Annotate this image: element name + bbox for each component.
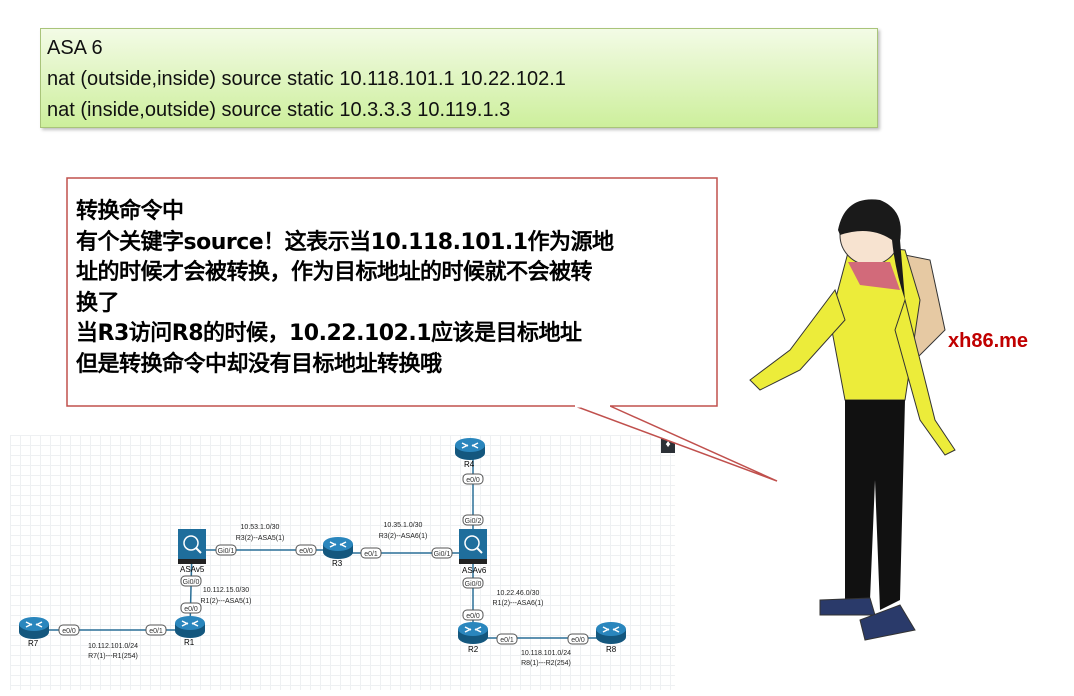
svg-text:e0/1: e0/1 <box>500 637 514 644</box>
node-label: R7 <box>28 639 39 648</box>
link-description: R1(2)---ASA6(1) <box>493 600 544 607</box>
callout-line: 换了 <box>76 290 120 316</box>
port-badge: e0/1 <box>496 633 518 645</box>
firewall-asav5[interactable]: ASAv5 <box>177 528 207 574</box>
router-r2[interactable]: R2 <box>457 621 489 654</box>
link-description: R7(1)---R1(254) <box>88 653 138 660</box>
callout-line: 址的时候才会被转换，作为目标地址的时候就不会被转 <box>76 260 593 285</box>
link-description: R3(2)--ASA6(1) <box>379 533 428 540</box>
callout-line: 当R3访问R8的时候，10.22.102.1应该是目标地址 <box>76 321 582 346</box>
link-network: 10.35.1.0/30 <box>384 522 423 529</box>
router-r4[interactable]: R4 <box>454 437 486 469</box>
watermark: xh86.me <box>948 330 1029 352</box>
svg-text:Gi0/1: Gi0/1 <box>218 548 235 555</box>
nat-command-box: ASA 6 nat (outside,inside) source static… <box>40 28 878 128</box>
link-network: 10.22.46.0/30 <box>497 590 540 597</box>
port-badge: e0/1 <box>145 624 167 636</box>
router-r8[interactable]: R8 <box>595 621 627 654</box>
svg-text:e0/0: e0/0 <box>466 477 480 484</box>
command-title: ASA 6 <box>47 37 103 59</box>
link-network: 10.112.15.0/30 <box>203 587 249 594</box>
link-description: R1(2)---ASA5(1) <box>201 598 252 605</box>
svg-text:e0/1: e0/1 <box>149 628 163 635</box>
node-label: ASAv6 <box>462 566 487 575</box>
link-network: 10.118.101.0/24 <box>521 650 571 657</box>
port-badge: e0/1 <box>360 547 382 559</box>
svg-text:e0/0: e0/0 <box>466 613 480 620</box>
port-badge: Gi0/1 <box>215 544 237 556</box>
command-line-2: nat (inside,outside) source static 10.3.… <box>47 99 511 121</box>
node-label: R3 <box>332 559 343 568</box>
svg-text:e0/0: e0/0 <box>299 548 313 555</box>
callout-text: 转换命令中 有个关键字source！这表示当10.118.101.1作为源地 址… <box>76 197 716 380</box>
node-label: ASAv5 <box>180 565 205 574</box>
firewall-asav6[interactable]: ASAv6 <box>458 528 488 575</box>
port-badge: Gi0/1 <box>431 547 453 559</box>
callout-line: 有个关键字source！这表示当10.118.101.1作为源地 <box>76 229 614 255</box>
router-r3[interactable]: R3 <box>322 536 354 568</box>
svg-text:Gi0/0: Gi0/0 <box>465 581 482 588</box>
port-badge: Gi0/0 <box>180 575 202 587</box>
port-badge: e0/0 <box>462 609 484 621</box>
node-label: R2 <box>468 645 479 654</box>
node-label: R1 <box>184 638 195 647</box>
port-badge: Gi0/0 <box>462 577 484 589</box>
port-badge: e0/0 <box>180 602 202 614</box>
port-badge: e0/0 <box>295 544 317 556</box>
port-badge: e0/0 <box>462 473 484 485</box>
command-line-1: nat (outside,inside) source static 10.11… <box>47 68 566 90</box>
callout-line: 转换命令中 <box>76 199 184 224</box>
port-badge: e0/0 <box>567 633 589 645</box>
svg-text:e0/0: e0/0 <box>62 628 76 635</box>
node-label: R4 <box>464 460 475 469</box>
svg-text:e0/1: e0/1 <box>364 551 378 558</box>
link-description: R3(2)--ASA5(1) <box>236 535 285 542</box>
svg-text:Gi0/2: Gi0/2 <box>465 518 482 525</box>
svg-text:Gi0/1: Gi0/1 <box>434 551 451 558</box>
link-description: R8(1)---R2(254) <box>521 660 571 667</box>
node-label: R8 <box>606 645 617 654</box>
router-r1[interactable]: R1 <box>174 615 206 647</box>
svg-text:e0/0: e0/0 <box>184 606 198 613</box>
router-r7[interactable]: R7 <box>18 616 50 648</box>
callout-line: 但是转换命令中却没有目标地址转换哦 <box>76 351 442 377</box>
network-topology-canvas <box>10 435 675 690</box>
link-network: 10.112.101.0/24 <box>88 643 138 650</box>
svg-text:Gi0/0: Gi0/0 <box>183 579 200 586</box>
port-badge: Gi0/2 <box>462 514 484 526</box>
svg-text:e0/0: e0/0 <box>571 637 585 644</box>
port-badge: e0/0 <box>58 624 80 636</box>
link-network: 10.53.1.0/30 <box>241 524 280 531</box>
